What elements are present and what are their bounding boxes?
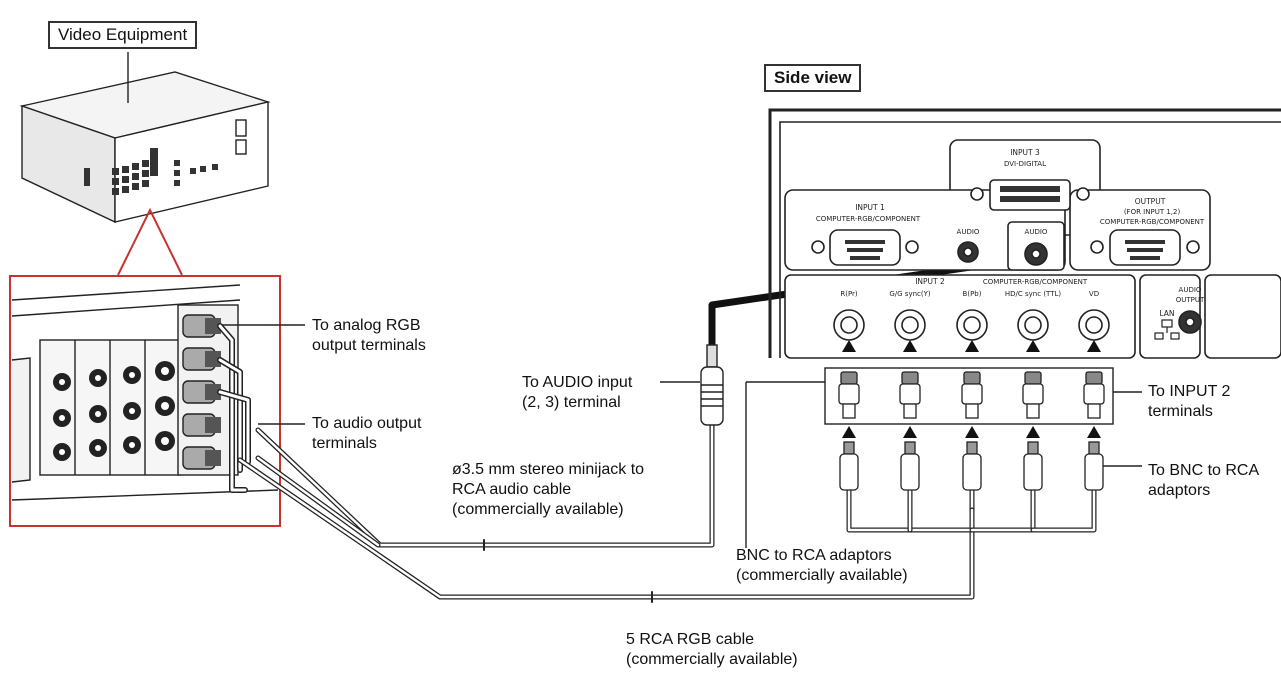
video-equipment-device [19,52,271,224]
panel-input2-sub: COMPUTER-RGB/COMPONENT [983,278,1088,286]
leader-lines-left [222,324,305,425]
bnc-label-4: HD/C sync (TTL) [1005,290,1061,298]
bnc-label-1: R(Pr) [840,290,858,298]
panel-output-sub: COMPUTER-RGB/COMPONENT [1100,218,1205,226]
leader-lines-right [745,381,1142,548]
projector-side-panel [768,108,1281,359]
bnc-adaptors-box [824,367,1114,425]
bnc-adaptors [838,371,1105,419]
insert-arrows [842,340,1101,438]
video-equipment-label: Video Equipment [48,21,198,49]
bnc-label-5: VD [1089,290,1099,298]
zoom-callout [9,207,281,527]
panel-input2-label: INPUT 2 [915,277,945,286]
rca-rgb-cable-label: 5 RCA RGB cable(commercially available) [626,631,798,668]
bnc-label-2: G/G sync(Y) [889,290,931,298]
projector-panel-labels: INPUT 3 DVI-DIGITAL INPUT 1 COMPUTER-RGB… [816,148,1205,318]
rca-plugs [839,441,1104,491]
audio-input-label: To AUDIO input(2, 3) terminal [522,374,633,411]
panel-input3-label: INPUT 3 [1010,148,1040,157]
minijack-plug [700,344,724,426]
panel-audio-output-label: AUDIO [1179,286,1202,294]
panel-lan-label: LAN [1159,309,1174,318]
panel-output-label: OUTPUT [1135,197,1166,206]
bnc-rca-adaptors-bottom-label: BNC to RCA adaptors(commercially availab… [736,547,908,584]
panel-dvi-label: DVI-DIGITAL [1004,160,1046,168]
panel-audio1-label: AUDIO [957,228,980,236]
side-view-label: Side view [764,64,862,92]
panel-output-for: (FOR INPUT 1,2) [1124,208,1181,216]
panel-audio2-label: AUDIO [1025,228,1048,236]
panel-input1-label: INPUT 1 [855,203,885,212]
bnc-label-3: B(Pb) [963,290,982,298]
panel-audio-output-sub: OUTPUT [1176,296,1205,304]
panel-input1-sub: COMPUTER-RGB/COMPONENT [816,215,921,223]
